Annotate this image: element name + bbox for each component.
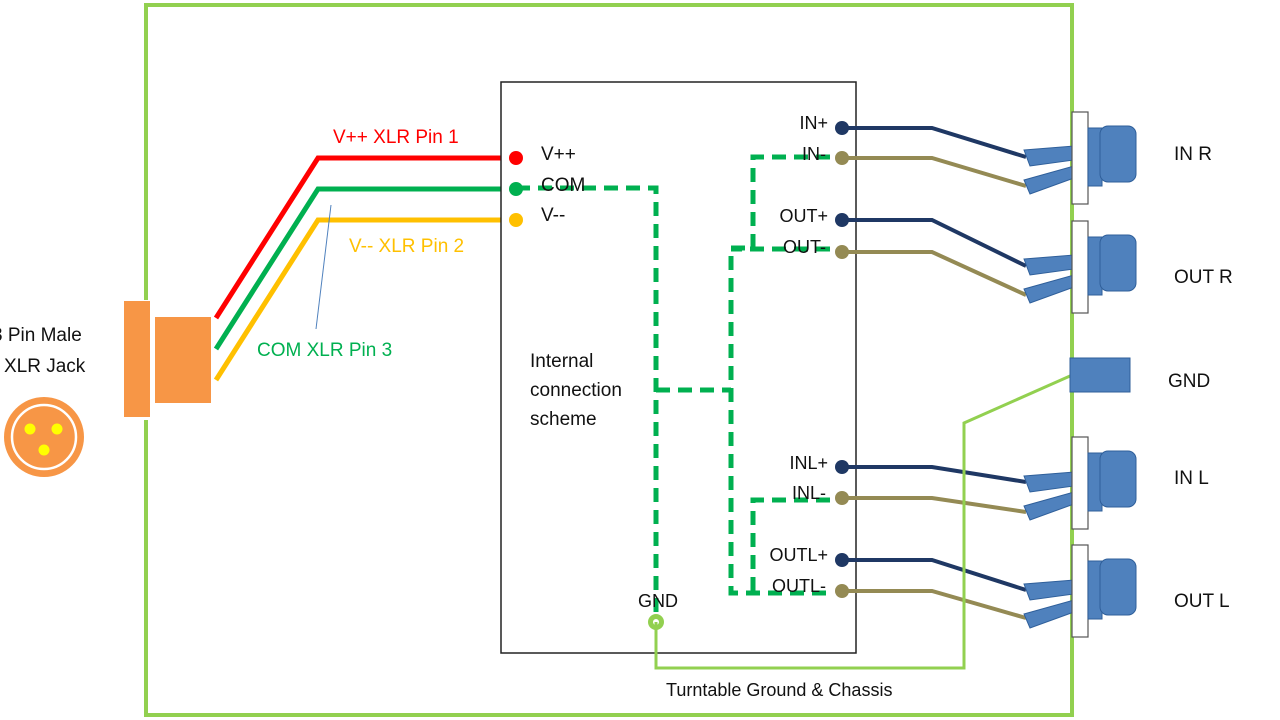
- pin-dot-out-minus: [835, 245, 849, 259]
- pin-dot-com: [509, 182, 523, 196]
- signal-wires: [842, 126, 1027, 620]
- rca-jack-in-r: [1023, 111, 1137, 205]
- internal-connection-lines: [516, 154, 830, 620]
- jack-label-in-l: IN L: [1174, 468, 1209, 489]
- rca-jack-in-l: [1023, 436, 1137, 530]
- pin-label-gnd: GND: [638, 591, 678, 611]
- jack-label-in-r: IN R: [1174, 144, 1212, 165]
- xlr-jack-body: [155, 317, 211, 403]
- jack-label-gnd: GND: [1168, 371, 1210, 392]
- pin-dot-v-plus: [509, 151, 523, 165]
- wire-v-plus: [213, 155, 516, 320]
- wire-com: [213, 186, 516, 351]
- jack-label-out-l: OUT L: [1174, 591, 1230, 612]
- label-v-minus-pin2: V-- XLR Pin 2: [349, 236, 464, 257]
- wire-in-l-minus: [842, 496, 1027, 514]
- pin-dot-inl-plus: [835, 460, 849, 474]
- pin-dot-v-minus: [509, 213, 523, 227]
- xlr-jack: [124, 301, 211, 417]
- gnd-terminal: [1069, 357, 1131, 393]
- pin-label-com: COM: [541, 175, 585, 196]
- wire-in-r-plus: [842, 126, 1027, 159]
- pin-label-inl-plus: INL+: [789, 453, 828, 473]
- label-com-pin3: COM XLR Pin 3: [257, 340, 392, 361]
- xlr-title-line1: 3 Pin Male: [0, 325, 82, 346]
- pin-dot-out-plus: [835, 213, 849, 227]
- rca-jack-out-r: [1023, 220, 1137, 314]
- internal-scheme-line1: Internal: [530, 351, 593, 372]
- pin-dot-outl-plus: [835, 553, 849, 567]
- pin-label-in-plus: IN+: [799, 113, 828, 133]
- pin-dot-outl-minus: [835, 584, 849, 598]
- wire-v-minus: [213, 217, 516, 382]
- pin-label-in-minus: IN-: [802, 144, 826, 164]
- pin-dot-inl-minus: [835, 491, 849, 505]
- chassis-ground-label: Turntable Ground & Chassis: [666, 680, 892, 700]
- wire-out-r-plus: [842, 218, 1027, 268]
- label-v-plus-pin1: V++ XLR Pin 1: [333, 127, 459, 148]
- wire-out-l-plus: [842, 558, 1027, 592]
- wire-out-r-minus: [842, 250, 1027, 297]
- jack-label-out-r: OUT R: [1174, 267, 1233, 288]
- xlr-face-icon: [4, 397, 84, 477]
- pin-label-outl-plus: OUTL+: [769, 545, 828, 565]
- pin-label-out-plus: OUT+: [779, 206, 828, 226]
- internal-scheme-line2: connection: [530, 380, 622, 401]
- pin-dot-in-plus: [835, 121, 849, 135]
- wire-out-l-minus: [842, 589, 1027, 620]
- rca-jack-out-l: [1023, 544, 1137, 638]
- pin-label-v-minus: V--: [541, 205, 565, 226]
- internal-scheme-line3: scheme: [530, 409, 597, 430]
- xlr-jack-flange: [124, 301, 150, 417]
- xlr-title-line2: XLR Jack: [4, 356, 86, 377]
- pin-label-inl-minus: INL-: [792, 483, 826, 503]
- wire-chassis-ground: [654, 374, 1071, 670]
- pin-dot-in-minus: [835, 151, 849, 165]
- pin-label-outl-minus: OUTL-: [772, 576, 826, 596]
- wire-in-l-plus: [842, 465, 1027, 484]
- module-box: [500, 81, 857, 654]
- pin-label-out-minus: OUT-: [783, 237, 826, 257]
- pin-label-v-plus: V++: [541, 144, 576, 165]
- leader-line-com: [315, 204, 332, 330]
- wire-in-r-minus: [842, 156, 1027, 188]
